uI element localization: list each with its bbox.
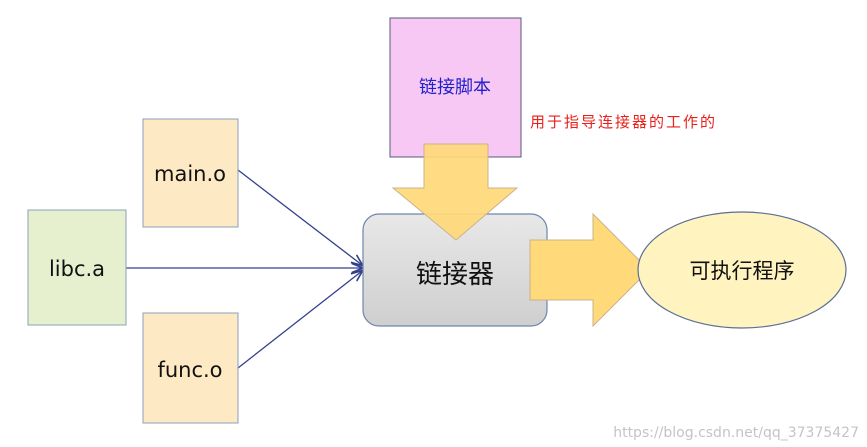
main-o-label: main.o [154, 162, 226, 186]
func-o-label: func.o [157, 358, 222, 382]
linker-script-note: 用于指导连接器的工作的 [530, 113, 717, 131]
func-o-box [142, 312, 239, 424]
script-to-linker-arrow [391, 143, 519, 241]
func-to-linker-line [237, 271, 362, 369]
linker-label: 链接器 [416, 260, 494, 290]
main-to-linker-line [237, 169, 362, 265]
main-o-box [142, 118, 239, 228]
libc-a-label: libc.a [49, 257, 105, 281]
executable-label: 可执行程序 [690, 259, 795, 283]
linker-script-box [389, 17, 522, 158]
watermark-text: https://blog.csdn.net/qq_37375427 [613, 425, 859, 441]
linker-to-output-arrow [529, 212, 650, 328]
linker-script-label: 链接脚本 [419, 77, 491, 98]
executable-ellipse [637, 211, 847, 329]
libc-a-box [27, 209, 127, 326]
